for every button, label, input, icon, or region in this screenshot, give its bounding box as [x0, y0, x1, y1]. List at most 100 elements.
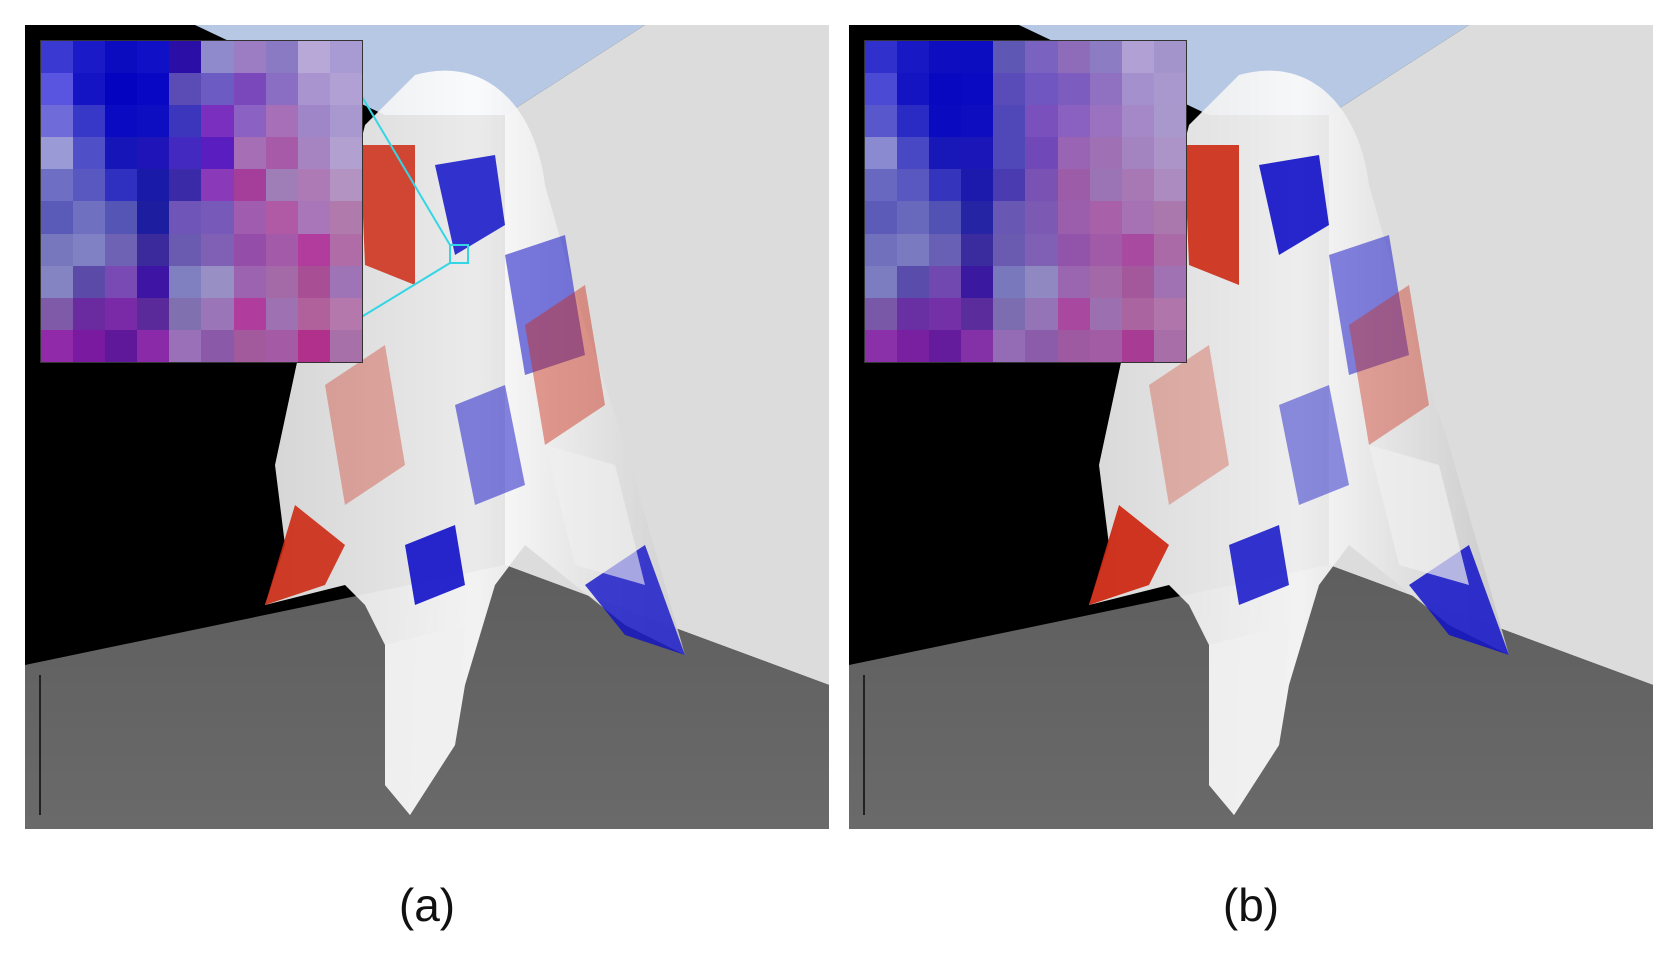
- inset-pixel: [1057, 41, 1090, 74]
- inset-pixel: [297, 137, 330, 170]
- inset-pixel: [1153, 105, 1186, 138]
- inset-pixel: [73, 201, 106, 234]
- inset-pixel: [201, 265, 234, 298]
- inset-pixel: [897, 297, 930, 330]
- inset-pixel: [961, 137, 994, 170]
- inset-pixel: [993, 265, 1026, 298]
- inset-pixel: [329, 169, 362, 202]
- inset-pixel: [1153, 297, 1186, 330]
- inset-pixel: [41, 41, 74, 74]
- inset-pixel: [169, 265, 202, 298]
- inset-pixel: [329, 265, 362, 298]
- inset-pixel: [929, 265, 962, 298]
- inset-pixel: [265, 105, 298, 138]
- inset-pixel: [993, 137, 1026, 170]
- inset-pixel: [233, 41, 266, 74]
- inset-pixel: [233, 329, 266, 362]
- inset-pixel: [73, 41, 106, 74]
- inset-pixel: [1121, 169, 1154, 202]
- inset-pixel: [961, 201, 994, 234]
- inset-pixel: [1153, 41, 1186, 74]
- inset-pixel: [105, 201, 138, 234]
- inset-pixel: [961, 169, 994, 202]
- inset-pixel: [929, 105, 962, 138]
- render-panel-a: [25, 25, 829, 829]
- inset-pixel: [1089, 233, 1122, 266]
- inset-pixel: [1025, 137, 1058, 170]
- inset-pixel: [105, 137, 138, 170]
- inset-pixel: [897, 105, 930, 138]
- inset-pixel: [1089, 169, 1122, 202]
- inset-pixel: [297, 233, 330, 266]
- inset-pixel: [1121, 265, 1154, 298]
- inset-pixel: [137, 297, 170, 330]
- inset-pixel: [329, 329, 362, 362]
- inset-pixel: [1057, 105, 1090, 138]
- inset-pixel: [41, 297, 74, 330]
- inset-pixel: [929, 329, 962, 362]
- inset-pixel: [897, 201, 930, 234]
- inset-pixel: [201, 329, 234, 362]
- inset-pixel: [105, 41, 138, 74]
- inset-pixel: [73, 73, 106, 106]
- inset-pixel: [73, 233, 106, 266]
- inset-pixel: [1121, 233, 1154, 266]
- inset-pixel: [73, 137, 106, 170]
- inset-pixel: [73, 169, 106, 202]
- inset-pixel: [265, 73, 298, 106]
- inset-pixel: [1121, 297, 1154, 330]
- inset-pixel: [961, 233, 994, 266]
- inset-pixel: [105, 265, 138, 298]
- inset-pixel: [993, 73, 1026, 106]
- inset-pixel: [1025, 233, 1058, 266]
- caption-a: (a): [398, 879, 456, 931]
- inset-pixel: [929, 41, 962, 74]
- inset-pixel: [73, 265, 106, 298]
- inset-pixel: [265, 41, 298, 74]
- inset-pixel: [1089, 41, 1122, 74]
- inset-pixel: [329, 201, 362, 234]
- inset-pixel: [137, 265, 170, 298]
- inset-pixel: [1025, 201, 1058, 234]
- inset-pixel: [1153, 73, 1186, 106]
- inset-pixel: [865, 265, 898, 298]
- inset-pixel: [329, 297, 362, 330]
- inset-pixel: [329, 233, 362, 266]
- inset-pixel: [137, 41, 170, 74]
- inset-pixel: [1057, 137, 1090, 170]
- inset-pixel: [1089, 329, 1122, 362]
- inset-pixel: [329, 41, 362, 74]
- inset-pixel: [137, 201, 170, 234]
- inset-pixel: [929, 297, 962, 330]
- inset-pixel: [1025, 105, 1058, 138]
- inset-pixel: [1025, 169, 1058, 202]
- inset-pixel: [1057, 201, 1090, 234]
- inset-pixel: [1153, 169, 1186, 202]
- inset-pixel: [137, 233, 170, 266]
- inset-pixel: [929, 201, 962, 234]
- inset-pixel: [1057, 297, 1090, 330]
- inset-pixel: [993, 233, 1026, 266]
- inset-pixel: [233, 297, 266, 330]
- inset-pixel: [137, 137, 170, 170]
- inset-pixel: [297, 329, 330, 362]
- inset-pixel: [297, 201, 330, 234]
- scene-render-b: [849, 25, 1653, 829]
- inset-pixel: [73, 105, 106, 138]
- inset-pixel: [169, 41, 202, 74]
- inset-pixel: [897, 137, 930, 170]
- inset-pixel: [329, 73, 362, 106]
- inset-pixel: [105, 169, 138, 202]
- inset-pixel: [201, 201, 234, 234]
- inset-pixel: [73, 297, 106, 330]
- inset-pixel: [105, 73, 138, 106]
- inset-pixel: [297, 265, 330, 298]
- inset-pixel: [329, 105, 362, 138]
- inset-pixel: [41, 201, 74, 234]
- inset-pixel: [865, 73, 898, 106]
- inset-pixel: [993, 297, 1026, 330]
- inset-pixel: [105, 233, 138, 266]
- inset-pixel: [201, 233, 234, 266]
- inset-pixel: [1025, 329, 1058, 362]
- inset-pixel: [1089, 73, 1122, 106]
